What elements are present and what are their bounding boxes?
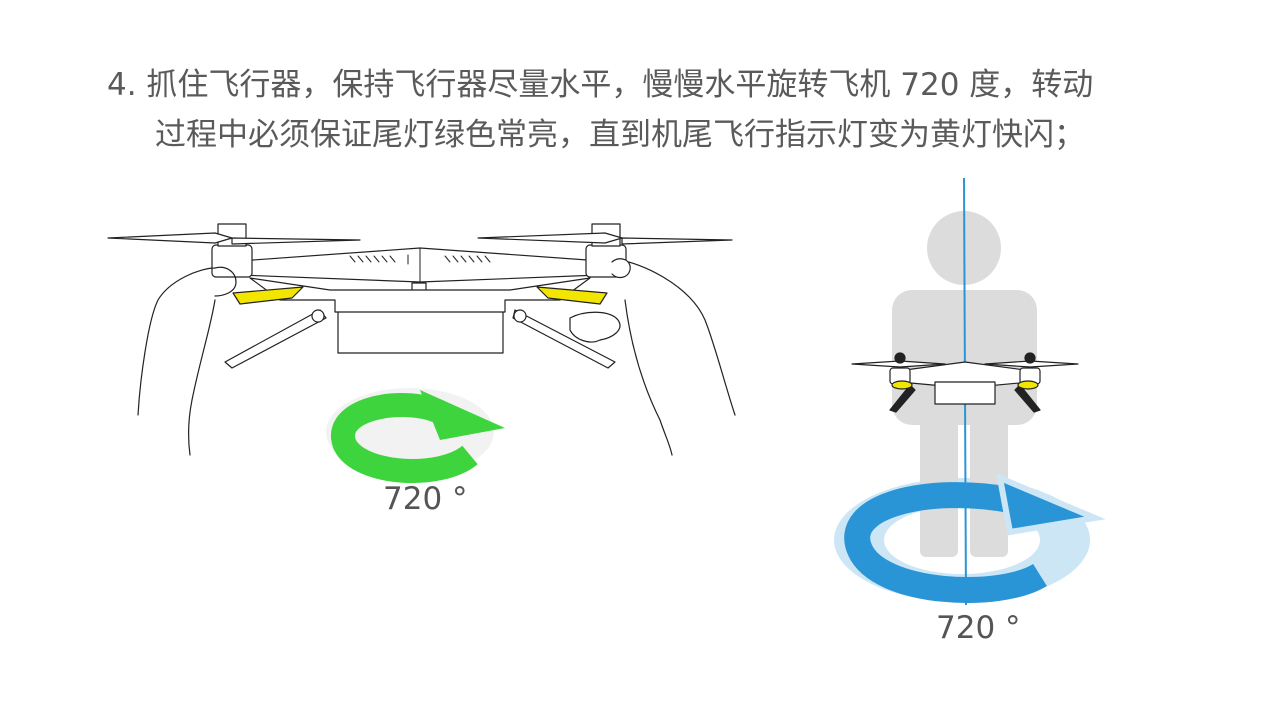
right-yellow-light xyxy=(536,286,608,305)
left-drone-illustration xyxy=(107,223,736,456)
right-drone-small xyxy=(851,352,1079,413)
body-vent-marks xyxy=(349,247,491,283)
left-rotation-label: 720 ° xyxy=(383,481,468,517)
blue-rotation-arrow xyxy=(844,473,1106,603)
right-rotation-label: 720 ° xyxy=(936,610,1021,646)
instruction-text: 4. 抓住飞行器，保持飞行器尽量水平，慢慢水平旋转飞机 720 度，转动 过程中… xyxy=(107,60,1207,160)
green-rotation-arrow xyxy=(326,388,505,483)
instruction-line-2: 过程中必须保证尾灯绿色常亮，直到机尾飞行指示灯变为黄灯快闪； xyxy=(155,117,1085,153)
left-yellow-light xyxy=(232,286,304,305)
instruction-line-1: 4. 抓住飞行器，保持飞行器尽量水平，慢慢水平旋转飞机 720 度，转动 xyxy=(107,67,1094,103)
